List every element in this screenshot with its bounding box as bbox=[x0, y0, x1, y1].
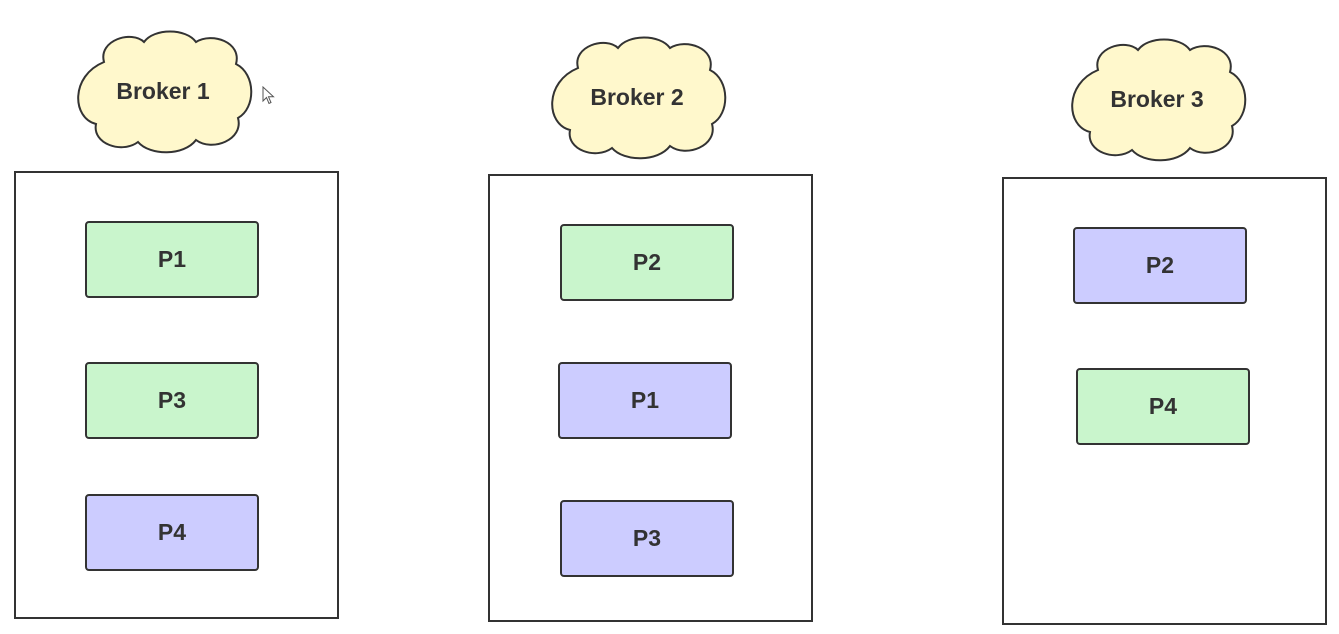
broker-3-label: Broker 3 bbox=[1110, 85, 1204, 112]
broker-1-cloud: Broker 1 bbox=[72, 28, 254, 154]
broker-2-partition-p3: P3 bbox=[560, 500, 734, 577]
broker-3-cloud: Broker 3 bbox=[1066, 36, 1248, 162]
broker-1-label: Broker 1 bbox=[116, 77, 210, 104]
broker-1-partition-p3: P3 bbox=[85, 362, 259, 439]
broker-2-cloud: Broker 2 bbox=[546, 34, 728, 160]
mouse-cursor-icon bbox=[262, 85, 276, 111]
broker-1-partition-p4: P4 bbox=[85, 494, 259, 571]
broker-1-partition-p1: P1 bbox=[85, 221, 259, 298]
broker-2-partition-p2: P2 bbox=[560, 224, 734, 301]
broker-3-partition-p4: P4 bbox=[1076, 368, 1250, 445]
broker-2-partition-p1: P1 bbox=[558, 362, 732, 439]
cloud-shape bbox=[551, 36, 727, 160]
broker-3-partition-p2: P2 bbox=[1073, 227, 1247, 304]
cloud-shape bbox=[77, 30, 253, 154]
broker-2-label: Broker 2 bbox=[590, 83, 684, 110]
cloud-shape bbox=[1071, 38, 1247, 162]
